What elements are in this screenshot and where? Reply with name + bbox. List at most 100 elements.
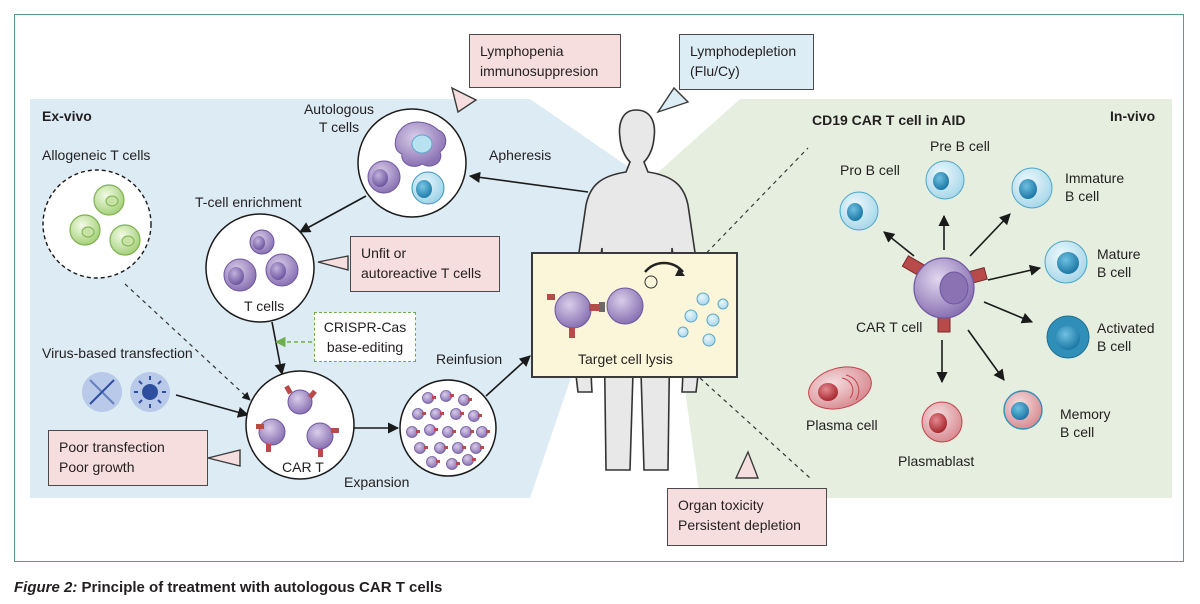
virus-label: Virus-based transfection: [42, 345, 193, 361]
expanded-cart-cell: [450, 408, 462, 420]
expanded-cart-receptor: [478, 414, 482, 417]
activated-line1: Activated: [1097, 320, 1155, 336]
lymphopenia-pointer: [450, 86, 478, 114]
figure-caption: Figure 2: Principle of treatment with au…: [14, 578, 442, 598]
expanded-cart-receptor: [436, 460, 440, 463]
expanded-cart-receptor: [422, 412, 426, 415]
lymphodepletion-box: Lymphodepletion (Flu/Cy): [679, 34, 814, 90]
expanded-cart-cell: [412, 408, 424, 420]
expanded-cart-receptor: [424, 446, 428, 449]
activated-b-label: Activated B cell: [1097, 319, 1155, 355]
expanded-cart-cell: [458, 394, 470, 406]
expanded-cart-receptor: [440, 412, 444, 415]
plasmablast-label: Plasmablast: [898, 453, 975, 469]
expanded-cart-cell: [424, 424, 436, 436]
invivo-subtitle: CD19 CAR T cell in AID: [812, 112, 966, 128]
reinfusion-arrow: [485, 355, 531, 397]
activated-line2: B cell: [1097, 338, 1132, 354]
expanded-cart-receptor: [456, 462, 460, 465]
exvivo-panel: [30, 99, 640, 498]
organ-toxicity-box: Organ toxicity Persistent depletion: [667, 488, 827, 546]
autologous-line2: T cells: [318, 119, 360, 135]
expanded-cart-receptor: [450, 394, 454, 397]
expanded-cart-cell: [462, 454, 474, 466]
expanded-cart-cell: [476, 426, 488, 438]
mature-b-label: Mature B cell: [1097, 245, 1141, 281]
lymphodepletion-pointer: [656, 86, 690, 114]
expanded-cart-cell: [426, 456, 438, 468]
tcells-circle: [205, 213, 315, 323]
expanded-cart-cell: [442, 426, 454, 438]
expanded-cart-receptor: [432, 396, 436, 399]
expanded-cart-cell: [422, 392, 434, 404]
dna-virus-icon: [82, 372, 122, 412]
expanded-cart-receptor: [434, 428, 438, 431]
expanded-cart-receptor: [472, 458, 476, 461]
cart-label: CAR T: [282, 459, 324, 475]
expanded-cart-cell: [434, 442, 446, 454]
apheresis-arrow: [468, 171, 589, 193]
memory-line2: B cell: [1060, 424, 1095, 440]
autologous-circle: [357, 108, 467, 218]
poor-line2: Poor growth: [59, 459, 135, 475]
lymphopenia-line1: Lymphopenia: [480, 43, 564, 59]
invivo-guide-bottom: [699, 377, 811, 479]
expanded-cart-cell: [406, 426, 418, 438]
expanded-cart-cell: [446, 458, 458, 470]
pre-b-label: Pre B cell: [930, 138, 990, 154]
crispr-box: CRISPR-Cas base-editing: [314, 312, 416, 362]
unfit-line1: Unfit or: [361, 245, 407, 261]
expanded-cart-receptor: [462, 446, 466, 449]
target-cell-graphic: [547, 261, 729, 347]
lymphodepletion-line1: Lymphodepletion: [690, 43, 797, 59]
expanded-cart-cell: [468, 410, 480, 422]
enrichment-label: T-cell enrichment: [195, 194, 302, 210]
tcells-to-cart-arrow: [271, 321, 286, 376]
plasma-cell-label: Plasma cell: [806, 417, 878, 433]
mature-line2: B cell: [1097, 264, 1132, 280]
unfit-line2: autoreactive T cells: [361, 265, 482, 281]
poor-line1: Poor transfection: [59, 439, 165, 455]
reinfusion-label: Reinfusion: [436, 351, 503, 367]
mature-line1: Mature: [1097, 246, 1141, 262]
target-cell-lysis-label: Target cell lysis: [578, 351, 673, 367]
invivo-cart-label: CAR T cell: [856, 319, 923, 335]
expanded-cart-receptor: [444, 446, 448, 449]
unfit-pointer: [317, 255, 349, 271]
organ-line2: Persistent depletion: [678, 517, 801, 533]
expanded-cart-receptor: [470, 430, 474, 433]
expanded-cart-cell: [452, 442, 464, 454]
expanded-cart-cell: [460, 426, 472, 438]
expanded-cart-cell: [440, 390, 452, 402]
pro-b-label: Pro B cell: [840, 162, 900, 178]
expanded-cart-cell: [430, 408, 442, 420]
expanded-cart-receptor: [468, 398, 472, 401]
immature-line1: Immature: [1065, 170, 1125, 186]
apheresis-label: Apheresis: [489, 147, 552, 163]
organ-line1: Organ toxicity: [678, 497, 764, 513]
unfit-box: Unfit or autoreactive T cells: [350, 236, 500, 292]
exvivo-panel-title: Ex-vivo: [42, 108, 92, 124]
expanded-cart-cell: [470, 442, 482, 454]
target-cell-lysis-box: [531, 252, 738, 378]
expansion-circle: [399, 379, 497, 477]
lymphodepletion-line2: (Flu/Cy): [690, 63, 740, 79]
immature-b-label: Immature B cell: [1065, 169, 1124, 205]
organ-toxicity-pointer: [734, 450, 760, 479]
invivo-panel-title: In-vivo: [1110, 108, 1156, 124]
virus-arrow: [175, 394, 250, 418]
expanded-cart-receptor: [416, 430, 420, 433]
allogeneic-circle: [42, 169, 152, 279]
enrichment-arrow: [299, 195, 367, 233]
lymphopenia-line2: immunosuppresion: [480, 63, 599, 79]
poor-transfection-pointer: [207, 449, 241, 467]
lymphopenia-box: Lymphopenia immunosuppresion: [469, 34, 621, 88]
memory-line1: Memory: [1060, 406, 1111, 422]
expanded-cart-receptor: [452, 430, 456, 433]
expanded-cart-cell: [414, 442, 426, 454]
expansion-label: Expansion: [344, 474, 410, 490]
autologous-line1: Autologous: [303, 101, 375, 117]
virus-particle-icon: [130, 372, 170, 412]
crispr-line1: CRISPR-Cas: [323, 319, 407, 335]
poor-transfection-box: Poor transfection Poor growth: [48, 430, 208, 486]
